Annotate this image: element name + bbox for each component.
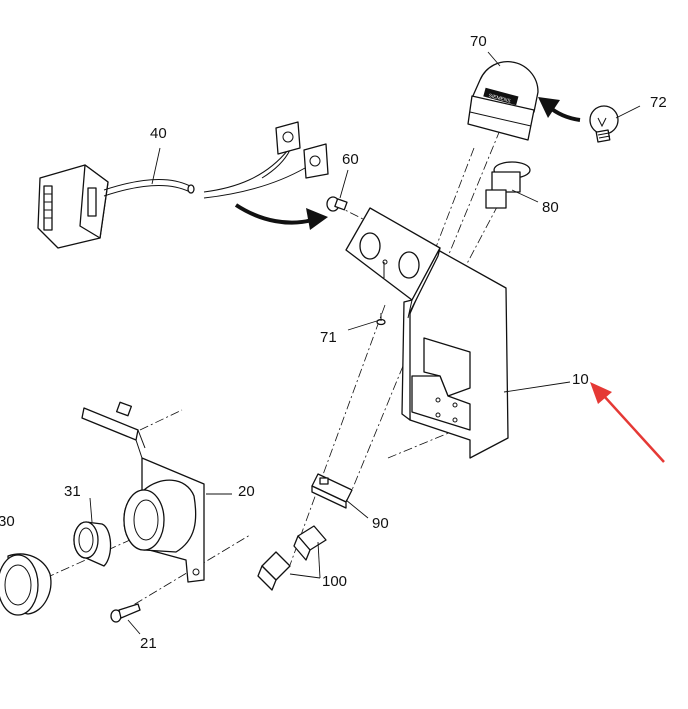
callout-70: 70 [470, 33, 487, 50]
callout-72: 72 [650, 94, 667, 111]
callout-30: 30 [0, 513, 15, 530]
part-100-contact-blocks [257, 525, 327, 591]
part-20-mounting-plate [81, 401, 205, 583]
leader-lines [89, 51, 641, 635]
part-71-screw [376, 313, 386, 326]
part-80-lamp-holder [485, 161, 531, 209]
callout-60: 60 [342, 151, 359, 168]
callout-40: 40 [150, 125, 167, 142]
part-10-main-bracket [345, 207, 509, 459]
red-pointer-arrow [590, 382, 665, 463]
callout-80: 80 [542, 199, 559, 216]
part-31-ring [73, 521, 112, 567]
callout-10: 10 [572, 371, 589, 388]
callout-71: 71 [320, 329, 337, 346]
part-40-connector-cable [37, 121, 329, 249]
assembly-arrow-bulb [538, 97, 581, 122]
part-90-switch-block [311, 473, 353, 509]
part-21-screw [110, 603, 141, 623]
part-60-screw [326, 196, 348, 212]
callout-90: 90 [372, 515, 389, 532]
part-30-bezel-ring [0, 553, 52, 616]
part-70-lamp-cap: SIEMENS [467, 60, 539, 141]
assembly-arrow-connector [234, 203, 328, 230]
callout-100: 100 [322, 573, 348, 590]
lamp-brand-text: SIEMENS [488, 93, 512, 105]
callout-20: 20 [238, 483, 255, 500]
callout-21: 21 [140, 635, 157, 652]
callout-31: 31 [64, 483, 81, 500]
part-72-bulb [589, 105, 619, 143]
